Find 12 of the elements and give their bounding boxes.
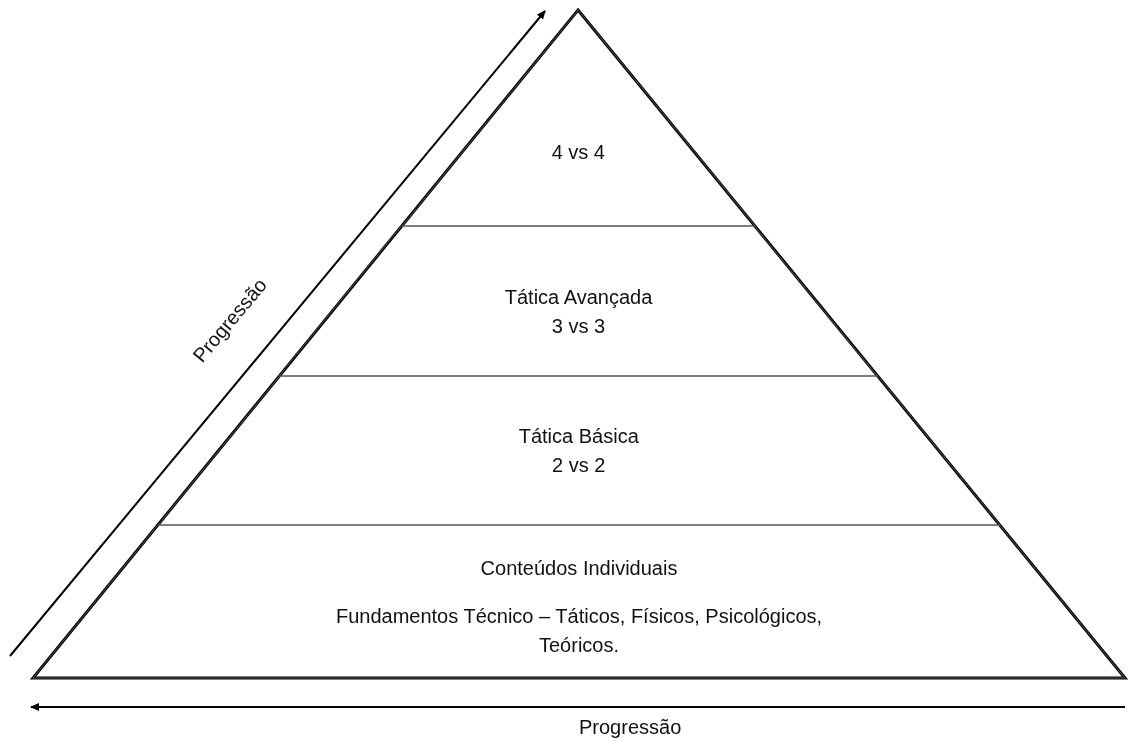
tier-title: Tática Básica [518, 424, 639, 449]
tier-title: Tática Avançada [504, 285, 653, 310]
tier-title: 4 vs 4 [551, 140, 605, 165]
tier-title: Conteúdos Individuais [480, 556, 678, 581]
pyramid-apex-tier [401, 10, 755, 226]
pyramid-tier [33, 525, 1125, 678]
tier-description: 3 vs 3 [551, 314, 606, 339]
tier-description: 2 vs 2 [552, 453, 606, 478]
tier-description: Fundamentos Técnico – Táticos, Físicos, Psicológicos, Teóricos. [334, 604, 824, 658]
axis-label: Progressão [579, 715, 682, 739]
pyramid-tier [157, 376, 1000, 525]
pyramid-tier [279, 226, 878, 376]
